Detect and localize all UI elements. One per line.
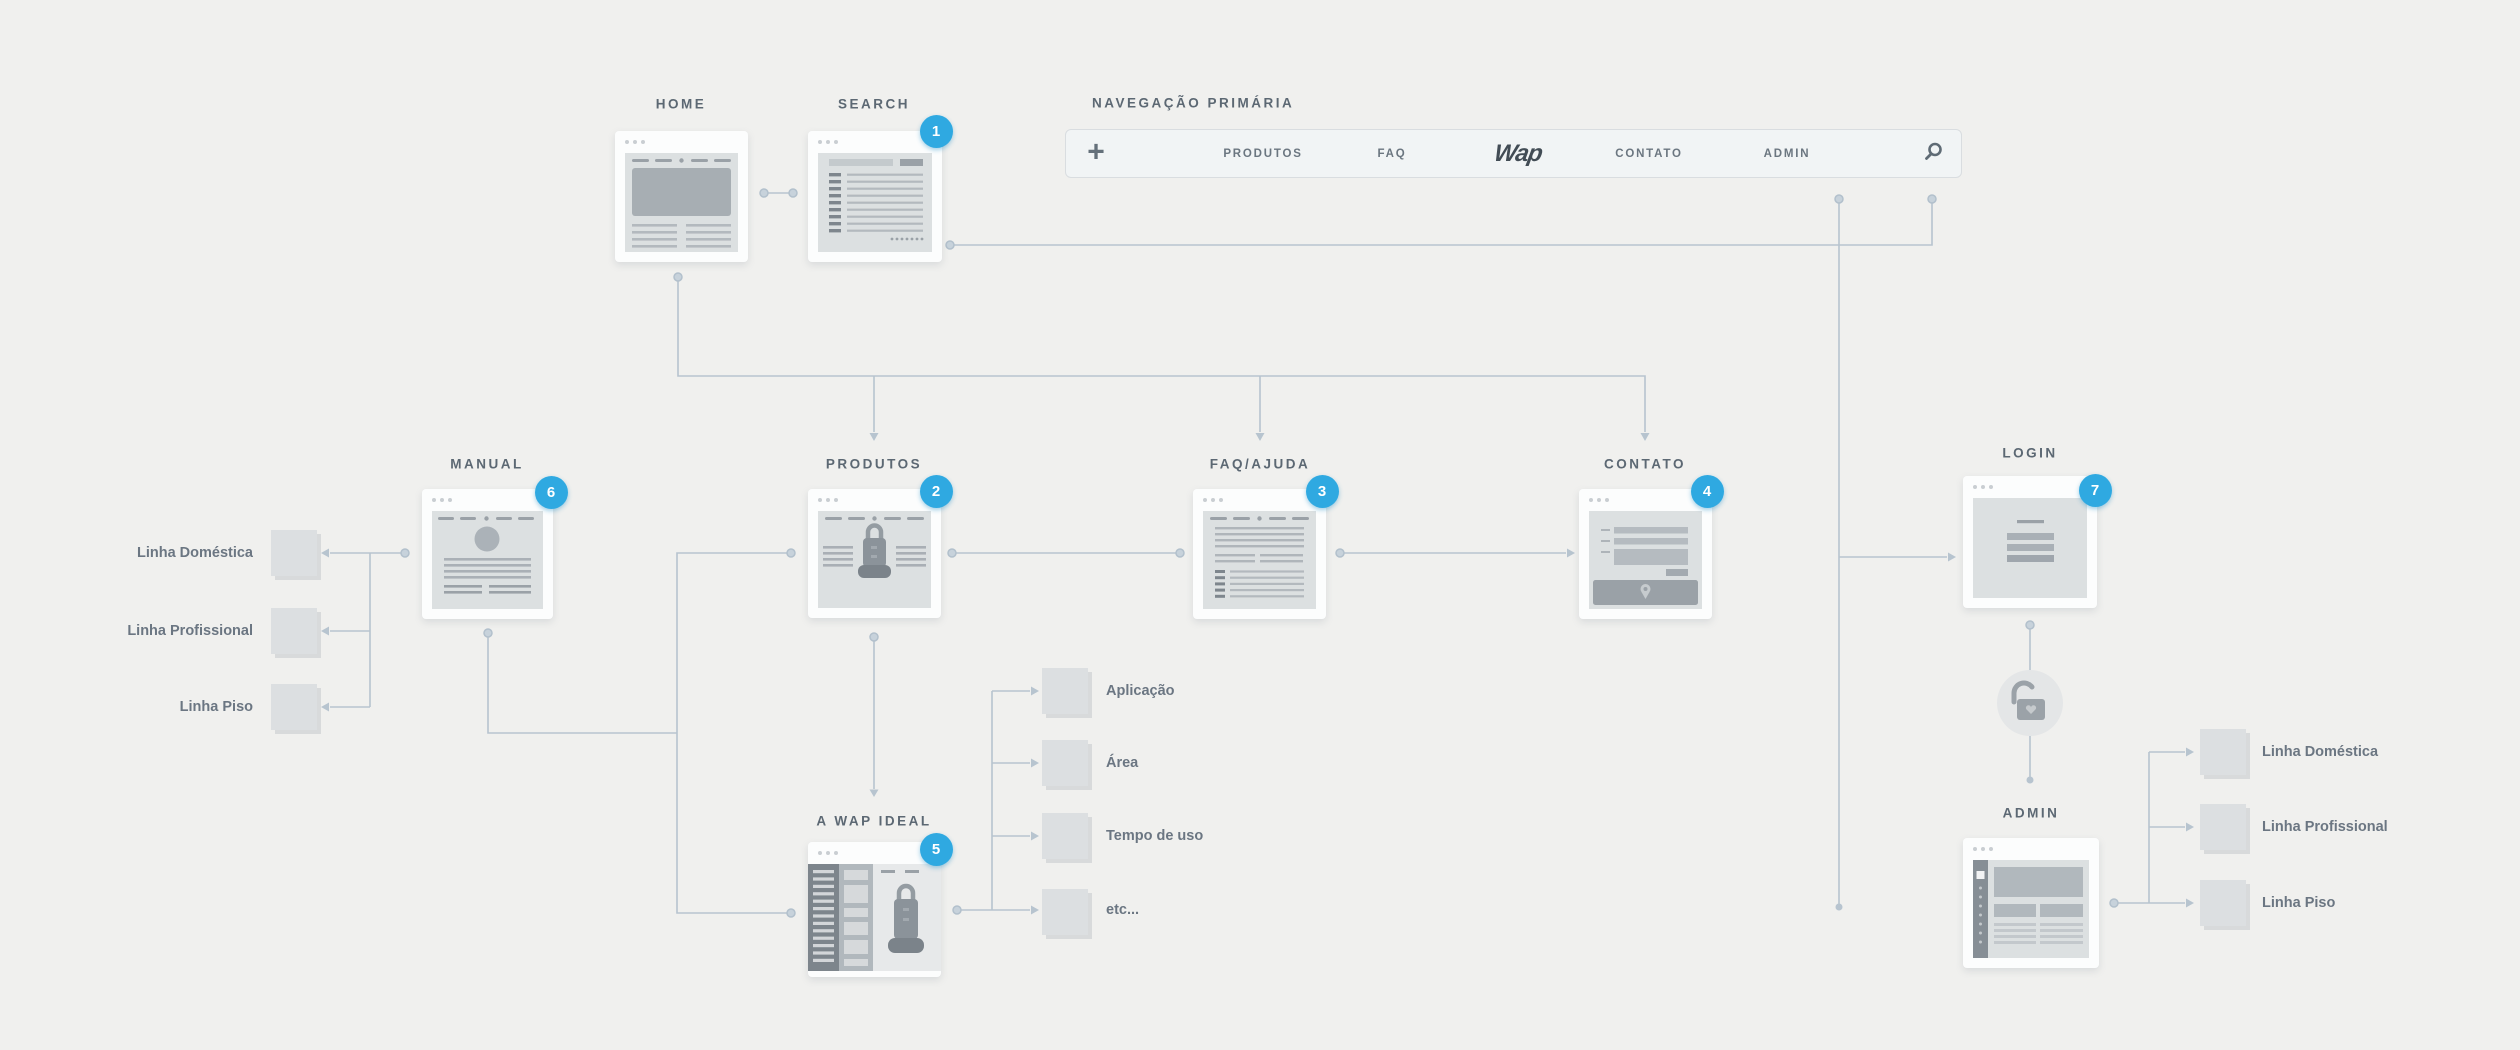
area-box[interactable] — [1042, 740, 1088, 786]
login-wireframe — [1973, 498, 2087, 598]
home-label: HOME — [655, 96, 707, 112]
window-dots-icon — [432, 498, 436, 502]
tempo-de-uso-box[interactable] — [1042, 813, 1088, 859]
manual-page-thumbnail[interactable] — [422, 489, 553, 619]
search-icon[interactable] — [1922, 140, 1944, 167]
nav-item-faq[interactable]: FAQ — [1377, 147, 1407, 160]
home-wireframe — [625, 153, 738, 252]
appliance-icon — [858, 523, 891, 578]
admin-linha-profissional-box[interactable] — [2200, 804, 2246, 850]
linha-domestica-label: Linha Doméstica — [136, 545, 253, 561]
search-page-thumbnail[interactable] — [808, 131, 942, 262]
badge-login: 7 — [2078, 473, 2112, 507]
produtos-label: PRODUTOS — [825, 456, 923, 472]
wap-ideal-label: A WAP IDEAL — [816, 813, 932, 829]
nav-item-produtos[interactable]: PRODUTOS — [1223, 147, 1303, 160]
login-label: LOGIN — [2002, 445, 2058, 461]
aplicacao-label: Aplicação — [1106, 683, 1175, 699]
badge-faq: 3 — [1305, 474, 1339, 508]
admin-linha-domestica-label: Linha Doméstica — [2262, 744, 2379, 760]
admin-page-thumbnail[interactable] — [1963, 838, 2099, 968]
admin-label: ADMIN — [2002, 805, 2060, 821]
manual-label: MANUAL — [450, 456, 524, 472]
wap-ideal-wireframe — [808, 864, 941, 971]
primary-nav-section-label: NAVEGAÇÃO PRIMÁRIA — [1092, 95, 1295, 111]
linha-domestica-box[interactable] — [271, 530, 317, 576]
wap-logo: Wap — [1492, 139, 1545, 167]
faq-label: FAQ/AJUDA — [1209, 456, 1311, 472]
map-pin-icon — [1640, 584, 1651, 599]
admin-wireframe — [1973, 860, 2089, 958]
window-dots-icon — [1973, 847, 1977, 851]
nav-item-contato[interactable]: CONTATO — [1615, 147, 1683, 160]
linha-profissional-label: Linha Profissional — [127, 623, 253, 639]
appliance-icon — [888, 883, 924, 953]
faq-page-thumbnail[interactable] — [1193, 489, 1326, 619]
window-dots-icon — [818, 851, 822, 855]
linha-profissional-box[interactable] — [271, 608, 317, 654]
admin-linha-profissional-label: Linha Profissional — [2262, 819, 2388, 835]
search-label: SEARCH — [837, 96, 911, 112]
contato-label: CONTATO — [1604, 456, 1686, 472]
tempo-de-uso-label: Tempo de uso — [1106, 828, 1204, 844]
linha-piso-box[interactable] — [271, 684, 317, 730]
search-wireframe — [818, 153, 932, 252]
admin-linha-domestica-box[interactable] — [2200, 729, 2246, 775]
contato-wireframe — [1589, 511, 1702, 609]
window-dots-icon — [1973, 485, 1977, 489]
etc-box[interactable] — [1042, 889, 1088, 935]
badge-wap-ideal: 5 — [919, 832, 953, 866]
home-page-thumbnail[interactable] — [615, 131, 748, 262]
lock-icon — [1997, 670, 2063, 736]
etc-label: etc... — [1106, 902, 1140, 918]
window-dots-icon — [818, 140, 822, 144]
badge-search: 1 — [919, 114, 953, 148]
login-page-thumbnail[interactable] — [1963, 476, 2097, 608]
produtos-page-thumbnail[interactable] — [808, 489, 941, 618]
primary-nav: + PRODUTOS FAQ Wap CONTATO ADMIN — [1065, 129, 1962, 178]
window-dots-icon — [1589, 498, 1593, 502]
badge-manual: 6 — [534, 475, 568, 509]
window-dots-icon — [625, 140, 629, 144]
nav-item-admin[interactable]: ADMIN — [1763, 147, 1811, 160]
area-label: Área — [1106, 755, 1139, 771]
linha-piso-label: Linha Piso — [179, 699, 253, 715]
window-dots-icon — [818, 498, 822, 502]
window-dots-icon — [1203, 498, 1207, 502]
badge-contato: 4 — [1690, 474, 1724, 508]
badge-produtos: 2 — [919, 474, 953, 508]
admin-linha-piso-label: Linha Piso — [2262, 895, 2336, 911]
produtos-wireframe — [818, 511, 931, 608]
aplicacao-box[interactable] — [1042, 668, 1088, 714]
plus-icon[interactable]: + — [1087, 135, 1105, 169]
faq-wireframe — [1203, 511, 1316, 609]
wap-ideal-page-thumbnail[interactable] — [808, 842, 941, 977]
admin-linha-piso-box[interactable] — [2200, 880, 2246, 926]
contato-page-thumbnail[interactable] — [1579, 489, 1712, 619]
manual-wireframe — [432, 511, 543, 609]
